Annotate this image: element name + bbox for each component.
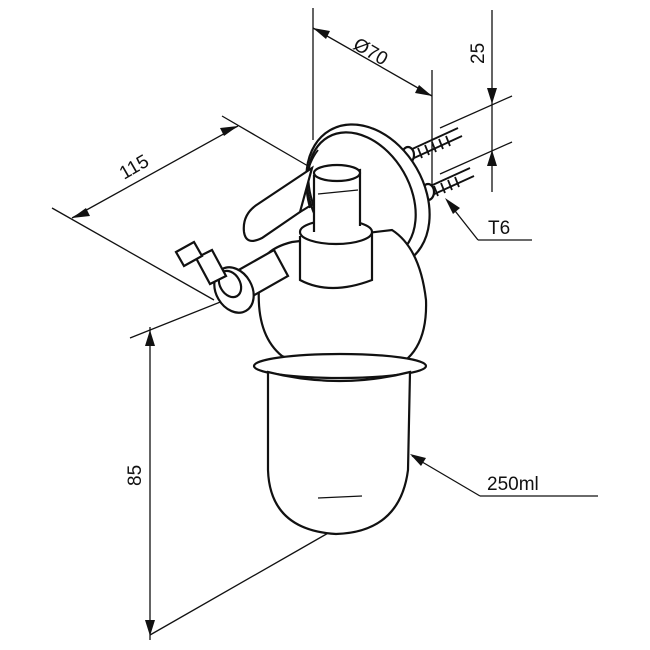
spacing-label: 25 [468, 43, 489, 64]
capacity-label: 250ml [487, 474, 539, 495]
diameter-label: Ø70 [350, 34, 392, 70]
height-label: 85 [125, 465, 146, 486]
capacity-leader: 250ml [410, 454, 598, 497]
depth-label: 115 [116, 151, 153, 184]
screw-leader: T6 [445, 198, 532, 241]
pump [298, 163, 374, 290]
glass-container [266, 370, 412, 536]
spacing-dimension: 25 [439, 10, 513, 192]
side-knob [174, 240, 290, 314]
screw-label: T6 [488, 218, 510, 239]
